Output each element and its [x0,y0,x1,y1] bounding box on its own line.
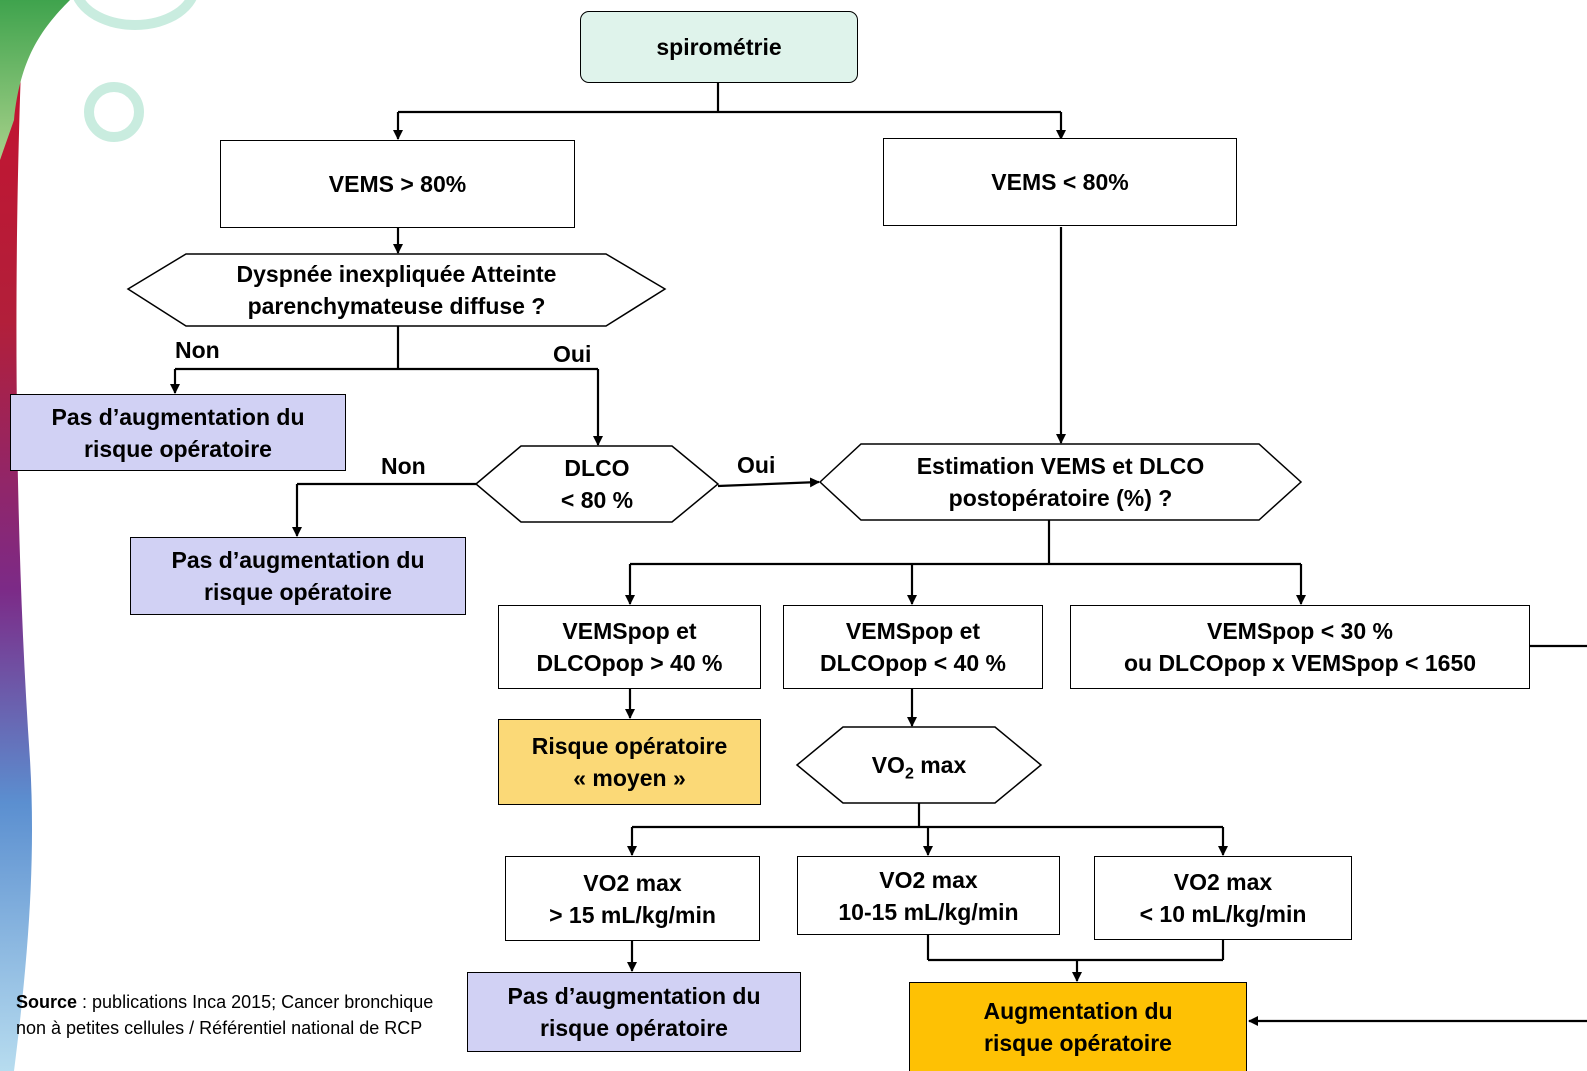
decorative-ribbon-green [0,0,70,160]
source-note: Source : publications Inca 2015; Cancer … [16,992,434,1038]
dyspnee-decision: Dyspnée inexpliquée Atteinte parenchymat… [236,261,557,319]
vo2-10-15-box: VO2 max 10-15 mL/kg/min [797,856,1060,935]
pas-augmentation-box-1: Pas d’augmentation du risque opératoire [10,394,346,471]
vems-gt80-box: VEMS > 80% [220,140,575,228]
vemspop-gt40-box: VEMSpop et DLCOpop > 40 % [498,605,761,689]
vo2max-decision: VO2 max [797,727,1041,803]
vemspop-lt30-box: VEMSpop < 30 % ou DLCOpop x VEMSpop < 16… [1070,605,1530,689]
vems-lt80-box: VEMS < 80% [883,138,1237,226]
decorative-ribbon [0,0,33,1071]
vo2max-label: VO2 max [871,752,967,783]
decorative-ring [84,82,144,142]
risque-moyen-box: Risque opératoire « moyen » [498,719,761,805]
oui-label-dlco: Oui [737,452,776,478]
augmentation-risque-box: Augmentation du risque opératoire [909,982,1247,1071]
dlco-decision: DLCO < 80 % [560,455,634,513]
vo2max-decision-shape [795,726,1043,804]
oui-label-dyspnee: Oui [553,341,592,367]
pas-augmentation-box-2: Pas d’augmentation du risque opératoire [130,537,466,615]
dlco-decision-shape [474,445,720,523]
non-label-dlco: Non [381,453,426,479]
pas-augmentation-box-3: Pas d’augmentation du risque opératoire [467,972,801,1052]
non-label-dyspnee: Non [175,337,220,363]
vo2-lt10-box: VO2 max < 10 mL/kg/min [1094,856,1352,940]
estimation-decision: Estimation VEMS et DLCO postopératoire (… [916,453,1205,511]
vemspop-lt40-box: VEMSpop et DLCOpop < 40 % [783,605,1043,689]
vo2-gt15-box: VO2 max > 15 mL/kg/min [505,856,760,941]
estimation-decision-shape [818,443,1303,521]
dyspnee-decision-shape [126,253,667,327]
spirometrie-start-node: spirométrie [580,11,858,83]
